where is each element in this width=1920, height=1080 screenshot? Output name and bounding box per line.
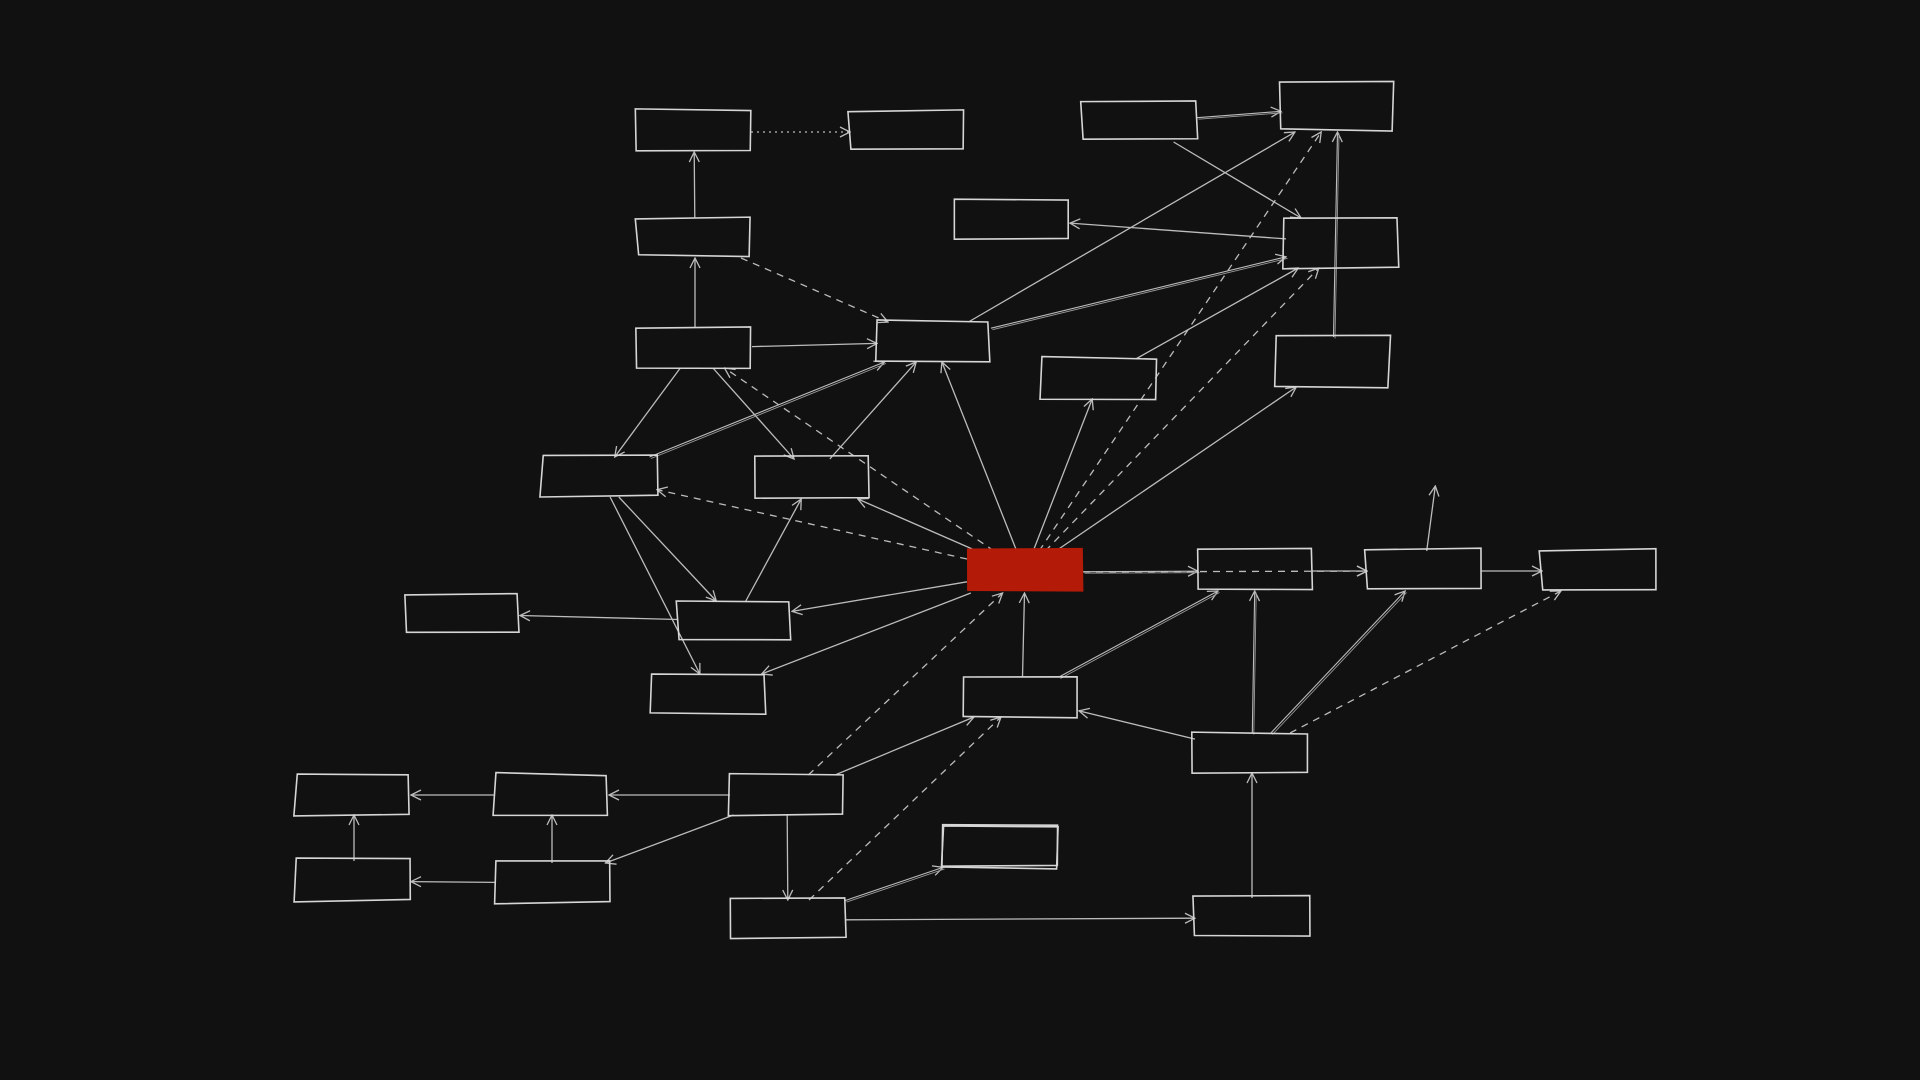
node-n15[interactable] — [1196, 547, 1314, 591]
edge-n11-to-n5 — [1334, 132, 1338, 338]
edge-center-to-n19 — [792, 581, 968, 612]
edge-n4-to-n9 — [740, 257, 888, 322]
edge-n29-to-n30 — [844, 867, 943, 902]
edge-n9-to-n5 — [968, 132, 1295, 323]
node-n23[interactable] — [292, 773, 410, 817]
nodes-layer — [292, 80, 1657, 940]
node-n13[interactable] — [753, 454, 870, 499]
edge-center-to-n9 — [942, 362, 1018, 552]
node-n17[interactable] — [1538, 547, 1657, 591]
edge-n10-to-n7 — [1135, 268, 1299, 360]
node-n16[interactable] — [1363, 547, 1482, 590]
edge-center-to-n8 — [725, 368, 995, 552]
edge-n25-to-center — [807, 593, 1002, 776]
edge-n29-to-n30-ghost — [846, 868, 945, 903]
edge-n25-to-n21 — [834, 717, 974, 776]
edge-n12-to-n20 — [609, 496, 700, 674]
node-n21[interactable] — [962, 676, 1078, 719]
edge-n8-to-n13 — [712, 367, 794, 459]
node-n30[interactable] — [941, 823, 1059, 867]
edge-n12-to-n9-ghost — [650, 363, 887, 459]
edge-n9-to-n7 — [990, 257, 1286, 329]
edge-center-to-n10 — [1032, 399, 1092, 552]
edge-n19-to-n18 — [520, 616, 679, 620]
edge-center-to-n12 — [657, 490, 968, 560]
edge-n25-to-n29 — [787, 814, 788, 900]
edge-n21-to-n15-ghost — [1060, 592, 1220, 679]
node-n20[interactable] — [649, 673, 767, 715]
node-n18[interactable] — [404, 592, 520, 634]
edge-n3-to-n5-ghost — [1198, 112, 1283, 120]
edge-n3-to-n7 — [1173, 141, 1302, 218]
node-n10[interactable] — [1039, 355, 1158, 401]
edge-n16-to-n14 — [1426, 486, 1436, 552]
node-n12[interactable] — [539, 454, 659, 498]
node-n5[interactable] — [1278, 80, 1395, 132]
edges-layer — [354, 111, 1561, 920]
node-n11[interactable] — [1273, 334, 1392, 389]
node-n6[interactable] — [953, 198, 1070, 240]
edge-center-to-n13 — [858, 499, 978, 552]
node-n7[interactable] — [1282, 217, 1400, 270]
node-n8[interactable] — [635, 326, 752, 370]
edge-n19-to-n13 — [745, 499, 801, 602]
edge-n22-to-n16 — [1270, 591, 1405, 734]
node-n26[interactable] — [940, 825, 1059, 870]
edge-n22-to-n17 — [1289, 591, 1561, 734]
edge-center-to-n5 — [1038, 132, 1321, 552]
node-n2[interactable] — [847, 109, 965, 150]
edge-n22-to-n15 — [1252, 591, 1254, 734]
edge-n9-to-n7-ghost — [992, 257, 1288, 331]
edge-n13-to-n9 — [829, 362, 916, 460]
edge-n29-to-n21 — [808, 717, 1001, 901]
edge-n22-to-n21 — [1079, 711, 1196, 740]
edge-center-to-n11 — [1055, 387, 1297, 552]
edge-n3-to-n5 — [1196, 111, 1281, 119]
edge-n28-to-n27 — [411, 882, 496, 883]
node-n24[interactable] — [492, 771, 609, 817]
node-n4[interactable] — [634, 216, 751, 258]
node-n31[interactable] — [1192, 894, 1311, 937]
edge-center-to-n20 — [762, 592, 972, 674]
edge-n8-to-n12 — [615, 367, 681, 457]
node-n25[interactable] — [727, 772, 844, 817]
focus-node[interactable] — [966, 547, 1084, 592]
node-n3[interactable] — [1079, 100, 1199, 141]
node-n1[interactable] — [634, 108, 752, 152]
edge-n8-to-n9 — [751, 343, 877, 346]
edge-n4-to-n1 — [694, 152, 695, 219]
edge-n7-to-n6 — [1070, 223, 1287, 240]
node-n19[interactable] — [675, 600, 792, 641]
edge-n21-to-n15 — [1058, 591, 1218, 678]
edge-center-to-n15-ghost — [1084, 572, 1200, 574]
edge-n29-to-n31 — [844, 918, 1195, 920]
node-n29[interactable] — [729, 897, 847, 940]
edge-n12-to-n19 — [618, 496, 717, 601]
node-n28[interactable] — [493, 860, 611, 905]
node-n27[interactable] — [293, 857, 412, 903]
edge-n12-to-n9 — [649, 362, 885, 458]
edge-center-to-n7 — [1044, 268, 1319, 552]
edge-n22-to-n16-ghost — [1272, 592, 1407, 735]
edge-n21-to-center — [1023, 593, 1025, 678]
edge-n11-to-n5-ghost — [1334, 133, 1340, 339]
node-n9[interactable] — [874, 319, 991, 363]
node-n22[interactable] — [1190, 731, 1309, 775]
edge-n25-to-n28 — [605, 814, 734, 863]
edge-n22-to-n15-ghost — [1253, 592, 1257, 735]
